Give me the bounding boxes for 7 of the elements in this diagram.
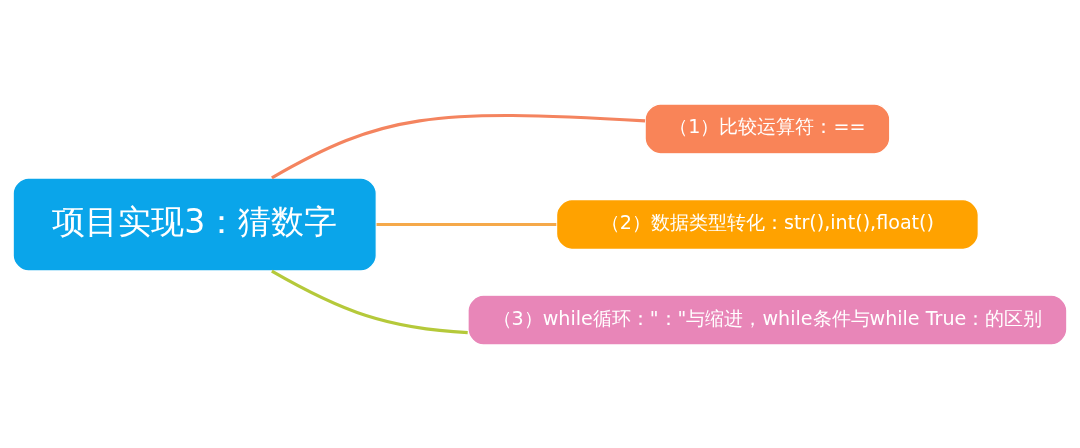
node-box: （2）数据类型转化：str(),int(),float() [555,198,979,250]
node-box: 项目实现3：猜数字 [12,176,377,272]
node-box: （1）比较运算符：== [644,102,891,154]
node-box: （3）while循环："："与缩进，while条件与while True：的区别 [467,294,1068,346]
connector [376,222,557,226]
connector [271,269,468,334]
connector [271,113,646,179]
